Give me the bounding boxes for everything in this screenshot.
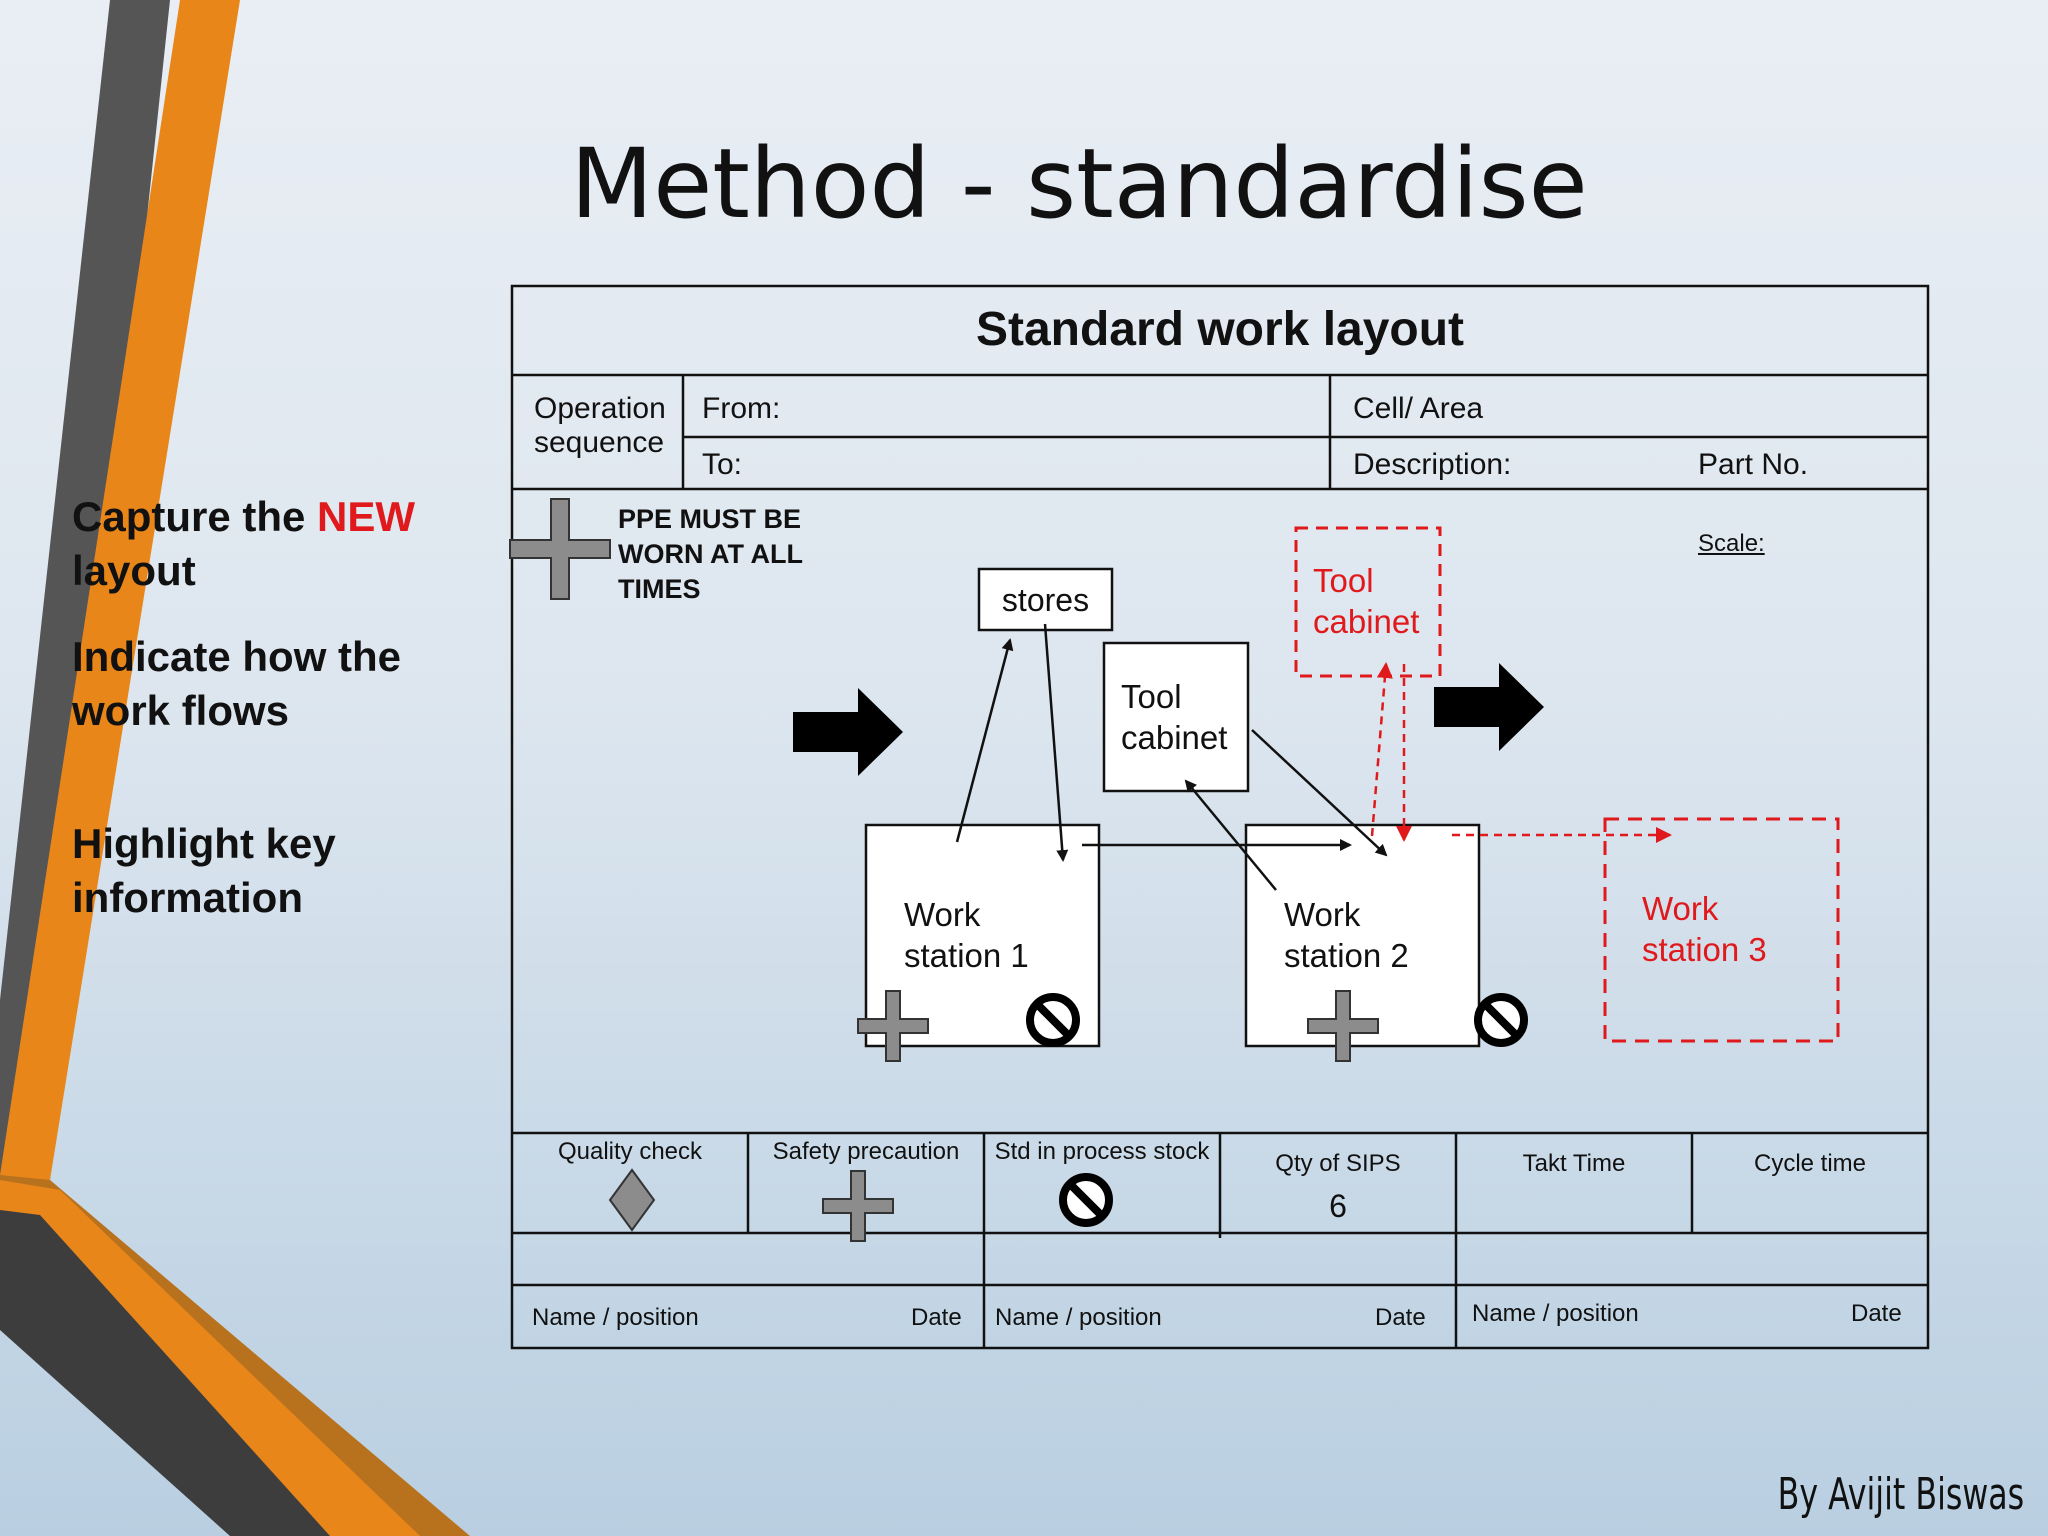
signoff-name-position: Name / position [532, 1304, 699, 1331]
no-entry-icon [1059, 1173, 1113, 1227]
author-credit: By Avijit Biswas [1777, 1469, 2024, 1520]
tool-cabinet-new-box [1294, 526, 1442, 678]
bullet-work-flows: Indicate how the work flows [72, 630, 472, 738]
signoff-name-position: Name / position [995, 1304, 1162, 1331]
flow-line [1184, 779, 1277, 891]
no-entry-icon [1474, 993, 1528, 1047]
label-line: Work [1642, 890, 1719, 927]
cycle-time-label: Cycle time [1753, 1150, 1867, 1177]
work-station-2-label: Work station 2 [1284, 894, 1409, 976]
ppe-notice: PPE MUST BE WORN AT ALL TIMES [618, 502, 803, 607]
signoff-name-position: Name / position [1472, 1300, 1639, 1327]
label-line: cabinet [1313, 603, 1420, 640]
ppe-line: PPE MUST BE [618, 504, 802, 534]
label-line: cabinet [1121, 719, 1228, 756]
label-line: Work [904, 896, 981, 933]
signoff-date: Date [911, 1304, 962, 1331]
signoff-date: Date [1851, 1300, 1902, 1327]
safety-cross-icon [1307, 990, 1379, 1062]
work-station-2-box [1244, 823, 1481, 1048]
bullet-key-information: Highlight key information [72, 817, 472, 925]
bullet-highlight: NEW [317, 493, 416, 540]
label-line: Tool [1121, 678, 1182, 715]
label-line: station 2 [1284, 937, 1409, 974]
safety-precaution-label: Safety precaution [772, 1138, 960, 1165]
bullet-text: layout [72, 547, 196, 594]
stores-box [977, 567, 1114, 632]
bullet-text: Highlight key information [72, 820, 336, 921]
tool-cabinet-new-label: Tool cabinet [1313, 560, 1419, 642]
ppe-line: TIMES [618, 574, 701, 604]
quality-diamond-icon [608, 1168, 656, 1232]
work-station-3-box [1603, 817, 1840, 1043]
std-in-process-stock-label: Std in process stock [994, 1138, 1210, 1165]
safety-cross-icon [857, 990, 929, 1062]
to-label: To: [702, 448, 743, 481]
quality-check-label: Quality check [557, 1138, 703, 1165]
new-flow-line [1370, 662, 1393, 837]
flow-line [955, 638, 1014, 843]
safety-cross-icon [509, 498, 611, 600]
label-line: Work [1284, 896, 1361, 933]
flow-in-arrow-icon [793, 688, 903, 776]
signoff-date: Date [1375, 1304, 1426, 1331]
qty-of-sips-value: 6 [1329, 1188, 1347, 1224]
tool-cabinet-box [1102, 641, 1250, 793]
takt-time-label: Takt Time [1522, 1150, 1626, 1177]
from-label: From: [702, 392, 781, 425]
work-station-3-label: Work station 3 [1642, 888, 1767, 970]
label-line: station 1 [904, 937, 1029, 974]
bullet-text: Capture the [72, 493, 318, 540]
tool-cabinet-label: Tool cabinet [1121, 676, 1227, 758]
flow-line [1043, 623, 1069, 862]
operation-sequence-label: Operation sequence [534, 392, 666, 459]
bullet-capture-layout: Capture the NEW layout [72, 490, 472, 598]
description-label: Description: [1353, 448, 1512, 481]
label-line: station 3 [1642, 931, 1767, 968]
cell-area-label: Cell/ Area [1353, 392, 1484, 425]
ppe-line: WORN AT ALL [618, 539, 803, 569]
part-no-label: Part No. [1698, 448, 1809, 481]
flow-out-arrow-icon [1434, 663, 1544, 751]
slide-title: Method - standardise [570, 128, 1588, 240]
label-line: Tool [1313, 562, 1374, 599]
qty-of-sips-label: Qty of SIPS [1275, 1150, 1401, 1177]
no-entry-icon [1026, 993, 1080, 1047]
safety-cross-icon [822, 1170, 894, 1242]
scale-label: Scale: [1698, 530, 1765, 557]
form-border [510, 284, 1930, 1350]
bullet-text: Indicate how the work flows [72, 633, 402, 734]
flow-line [1251, 729, 1388, 857]
work-station-1-label: Work station 1 [904, 894, 1029, 976]
form-title: Standard work layout [975, 303, 1465, 356]
stores-label: stores [1001, 582, 1090, 618]
